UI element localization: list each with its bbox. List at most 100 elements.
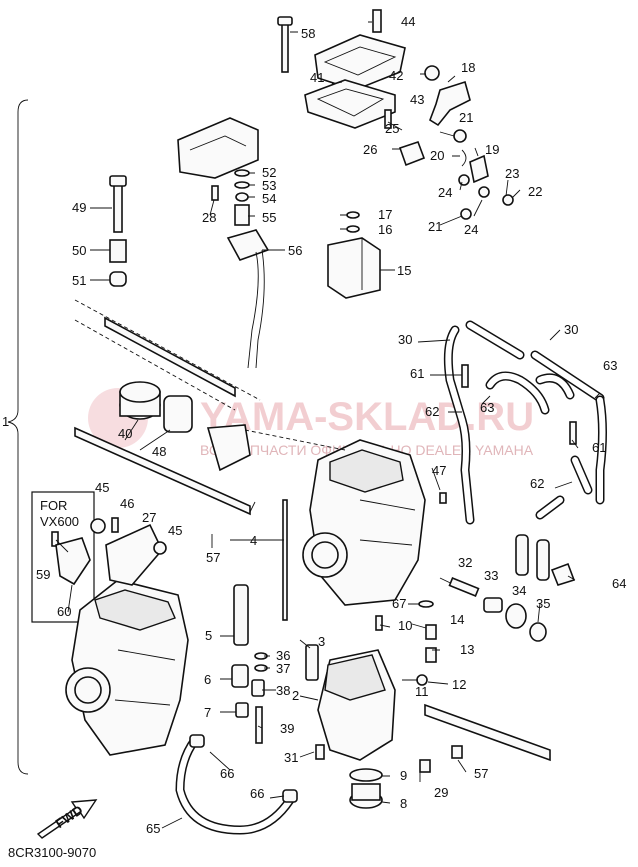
callout-9: 9 <box>400 768 407 783</box>
callout-29: 29 <box>434 785 448 800</box>
part-39-screw <box>255 706 263 744</box>
callout-57a: 57 <box>206 550 220 565</box>
watermark: YAMA-SKLAD.RU ВСЕ ЗАПЧАСТИ ОФИЦИАЛЬНО DE… <box>88 388 534 458</box>
callout-32: 32 <box>458 555 472 570</box>
left-carburetor <box>65 517 189 756</box>
callout-59: 59 <box>36 567 50 582</box>
callout-38: 38 <box>276 683 290 698</box>
top-cover-assembly <box>277 9 514 220</box>
part-26-bracket <box>398 140 426 167</box>
part-54-nut <box>235 192 249 202</box>
callout-62a: 62 <box>425 404 439 419</box>
center-carburetor <box>244 429 447 621</box>
part-21-bushing <box>453 129 467 143</box>
callout-61b: 61 <box>592 440 606 455</box>
part-29-screw <box>419 759 431 773</box>
part-9-oring <box>349 768 383 782</box>
callout-30b: 30 <box>564 322 578 337</box>
note-model: VX600 <box>40 514 79 529</box>
choke-rod-lower <box>74 426 251 516</box>
callout-19: 19 <box>485 142 499 157</box>
callout-50: 50 <box>72 243 86 258</box>
part-33-spring <box>483 597 503 613</box>
part-5-holder <box>233 584 249 646</box>
callout-64: 64 <box>612 576 626 591</box>
callout-5: 5 <box>205 628 212 643</box>
callout-10: 10 <box>398 618 412 633</box>
part-66-clamp-b <box>282 789 298 803</box>
part-18-lever <box>429 80 471 127</box>
part-28-screw <box>211 185 219 201</box>
part-44-bolt <box>372 9 382 33</box>
callout-51: 51 <box>72 273 86 288</box>
callout-58: 58 <box>301 26 315 41</box>
callout-30a: 30 <box>398 332 412 347</box>
part-43-washer <box>424 65 440 81</box>
callout-61a: 61 <box>410 366 424 381</box>
part-49-screw <box>113 179 123 233</box>
callout-28: 28 <box>202 210 216 225</box>
choke-lever <box>206 424 251 472</box>
part-3-float <box>305 644 319 681</box>
callout-18: 18 <box>461 60 475 75</box>
leader-lines <box>55 21 601 829</box>
callout-63b: 63 <box>480 400 494 415</box>
callout-60: 60 <box>57 604 71 619</box>
part-67-oring <box>418 600 434 608</box>
callout-labels: 58 44 41 42 43 18 21 25 26 20 19 23 22 2… <box>36 14 626 836</box>
choke-rod-upper <box>104 316 236 398</box>
callout-15: 15 <box>397 263 411 278</box>
callout-45b: 45 <box>168 523 182 538</box>
fwd-arrow: FWD <box>36 799 98 839</box>
callout-17: 17 <box>378 207 392 222</box>
callout-47: 47 <box>432 463 446 478</box>
part-32-screw <box>448 577 480 597</box>
callout-53: 53 <box>262 178 276 193</box>
callout-66a: 66 <box>220 766 234 781</box>
callout-16: 16 <box>378 222 392 237</box>
callout-45a: 45 <box>95 480 109 495</box>
part-19-plate <box>469 154 489 184</box>
jet-parts <box>231 584 437 744</box>
part-35-cap <box>529 622 547 642</box>
callout-37: 37 <box>276 661 290 676</box>
callout-31: 31 <box>284 750 298 765</box>
callout-7: 7 <box>204 705 211 720</box>
part-58-screw <box>281 19 289 73</box>
callout-26: 26 <box>363 142 377 157</box>
callout-44: 44 <box>401 14 415 29</box>
callout-24: 24 <box>438 185 452 200</box>
part-34-washer <box>505 603 527 629</box>
part-cover <box>314 34 406 91</box>
callout-22: 22 <box>528 184 542 199</box>
callout-41: 41 <box>310 70 324 85</box>
callout-67: 67 <box>392 596 406 611</box>
part-20-spring <box>461 149 467 167</box>
part-14-jet <box>425 624 437 640</box>
callout-4: 4 <box>250 533 257 548</box>
vent-hoses <box>443 320 607 586</box>
callout-46: 46 <box>120 496 134 511</box>
part-27-bracket <box>105 523 163 586</box>
upper-bracket-assembly <box>177 117 270 369</box>
drawing-code: 8CR3100-9070 <box>8 845 96 860</box>
part-55-spring <box>234 204 250 226</box>
callout-2: 2 <box>292 688 299 703</box>
part-50-spring <box>109 239 127 263</box>
callout-33: 33 <box>484 568 498 583</box>
callout-8: 8 <box>400 796 407 811</box>
part-66-clamp-a <box>189 734 205 748</box>
part-7-jet <box>235 702 249 718</box>
part-56-switch <box>226 229 270 261</box>
throttle-plate-assembly <box>327 211 381 299</box>
callout-63a: 63 <box>603 358 617 373</box>
part-60-sensor <box>55 537 91 586</box>
part-6-jet <box>231 664 249 688</box>
part-48-spring <box>163 395 193 433</box>
lower-bracket <box>424 703 551 762</box>
callout-3: 3 <box>318 634 325 649</box>
part-52-washer <box>234 169 250 177</box>
group-bracket: 1 <box>2 99 29 775</box>
part-41-gasket <box>304 79 396 129</box>
